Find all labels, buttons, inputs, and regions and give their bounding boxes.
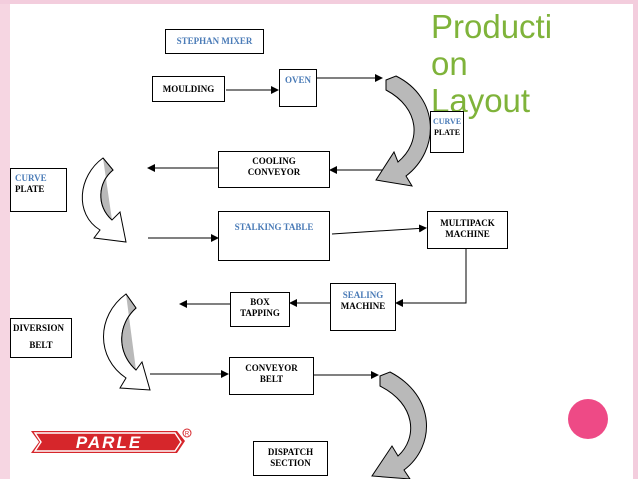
- diversion-line1: DIVERSION: [13, 323, 65, 333]
- curve-plate-right-box: CURVE PLATE: [430, 111, 464, 153]
- curve-plate-right-line1: CURVE: [433, 117, 462, 126]
- top-border-strip: [0, 0, 638, 4]
- left-border-strip: [0, 0, 10, 479]
- parle-registered-mark: R: [185, 432, 190, 438]
- stephan-mixer-box: STEPHAN MIXER: [165, 29, 264, 54]
- curved-arrow-left-2-inner: [121, 293, 137, 371]
- sealing-label-line1: SEALING: [342, 290, 384, 300]
- curved-arrow-left-1-inner: [100, 157, 114, 221]
- curve-plate-left-line2: PLATE: [15, 184, 45, 194]
- right-border-strip: [633, 0, 638, 479]
- stephan-mixer-label: STEPHAN MIXER: [176, 36, 253, 46]
- conveyor-belt-box: CONVEYOR BELT: [229, 357, 314, 395]
- pink-decorative-circle: [568, 399, 608, 439]
- conveyor-belt-line2: BELT: [259, 374, 284, 384]
- cooling-label-line2: CONVEYOR: [247, 167, 301, 177]
- curved-arrow-right-top: [375, 75, 431, 187]
- parle-logo: PARLE R: [31, 428, 192, 453]
- multipack-label-line1: MULTIPACK: [440, 218, 495, 228]
- curved-arrow-right-bottom: [371, 371, 427, 479]
- parle-logo-text: PARLE: [76, 433, 142, 452]
- moulding-box: MOULDING: [152, 76, 225, 102]
- page-title: Producti on Layout: [431, 8, 553, 119]
- curve-plate-left-box: CURVE PLATE: [10, 168, 67, 212]
- curve-plate-right-line2: PLATE: [433, 128, 461, 137]
- oven-label: OVEN: [284, 75, 311, 85]
- diversion-belt-box: DIVERSION BELT: [10, 318, 72, 358]
- stalking-table-label: STALKING TABLE: [234, 222, 314, 232]
- cooling-label-line1: COOLING: [252, 156, 296, 166]
- oven-box: OVEN: [279, 69, 317, 107]
- moulding-label: MOULDING: [162, 84, 215, 94]
- dispatch-line2: SECTION: [270, 458, 311, 468]
- cooling-conveyor-box: COOLING CONVEYOR: [218, 151, 330, 188]
- multipack-machine-box: MULTIPACK MACHINE: [427, 211, 508, 249]
- arrow-multipack-to-sealing: [395, 248, 467, 307]
- arrow-stalking-to-multipack: [331, 224, 427, 235]
- multipack-label-line2: MACHINE: [445, 229, 490, 239]
- box-tapping-box: BOX TAPPING: [230, 292, 290, 327]
- dispatch-line1: DISPATCH: [267, 447, 314, 457]
- box-tapping-line2: TAPPING: [240, 308, 280, 318]
- box-tapping-line1: BOX: [250, 297, 270, 307]
- dispatch-section-box: DISPATCH SECTION: [253, 441, 328, 476]
- diversion-line2: BELT: [29, 340, 53, 350]
- curve-plate-left-line1: CURVE: [15, 173, 47, 183]
- conveyor-belt-line1: CONVEYOR: [245, 363, 298, 373]
- sealing-machine-box: SEALING MACHINE: [330, 283, 396, 331]
- stalking-table-box: STALKING TABLE: [218, 211, 330, 261]
- sealing-label-line2: MACHINE: [340, 301, 386, 311]
